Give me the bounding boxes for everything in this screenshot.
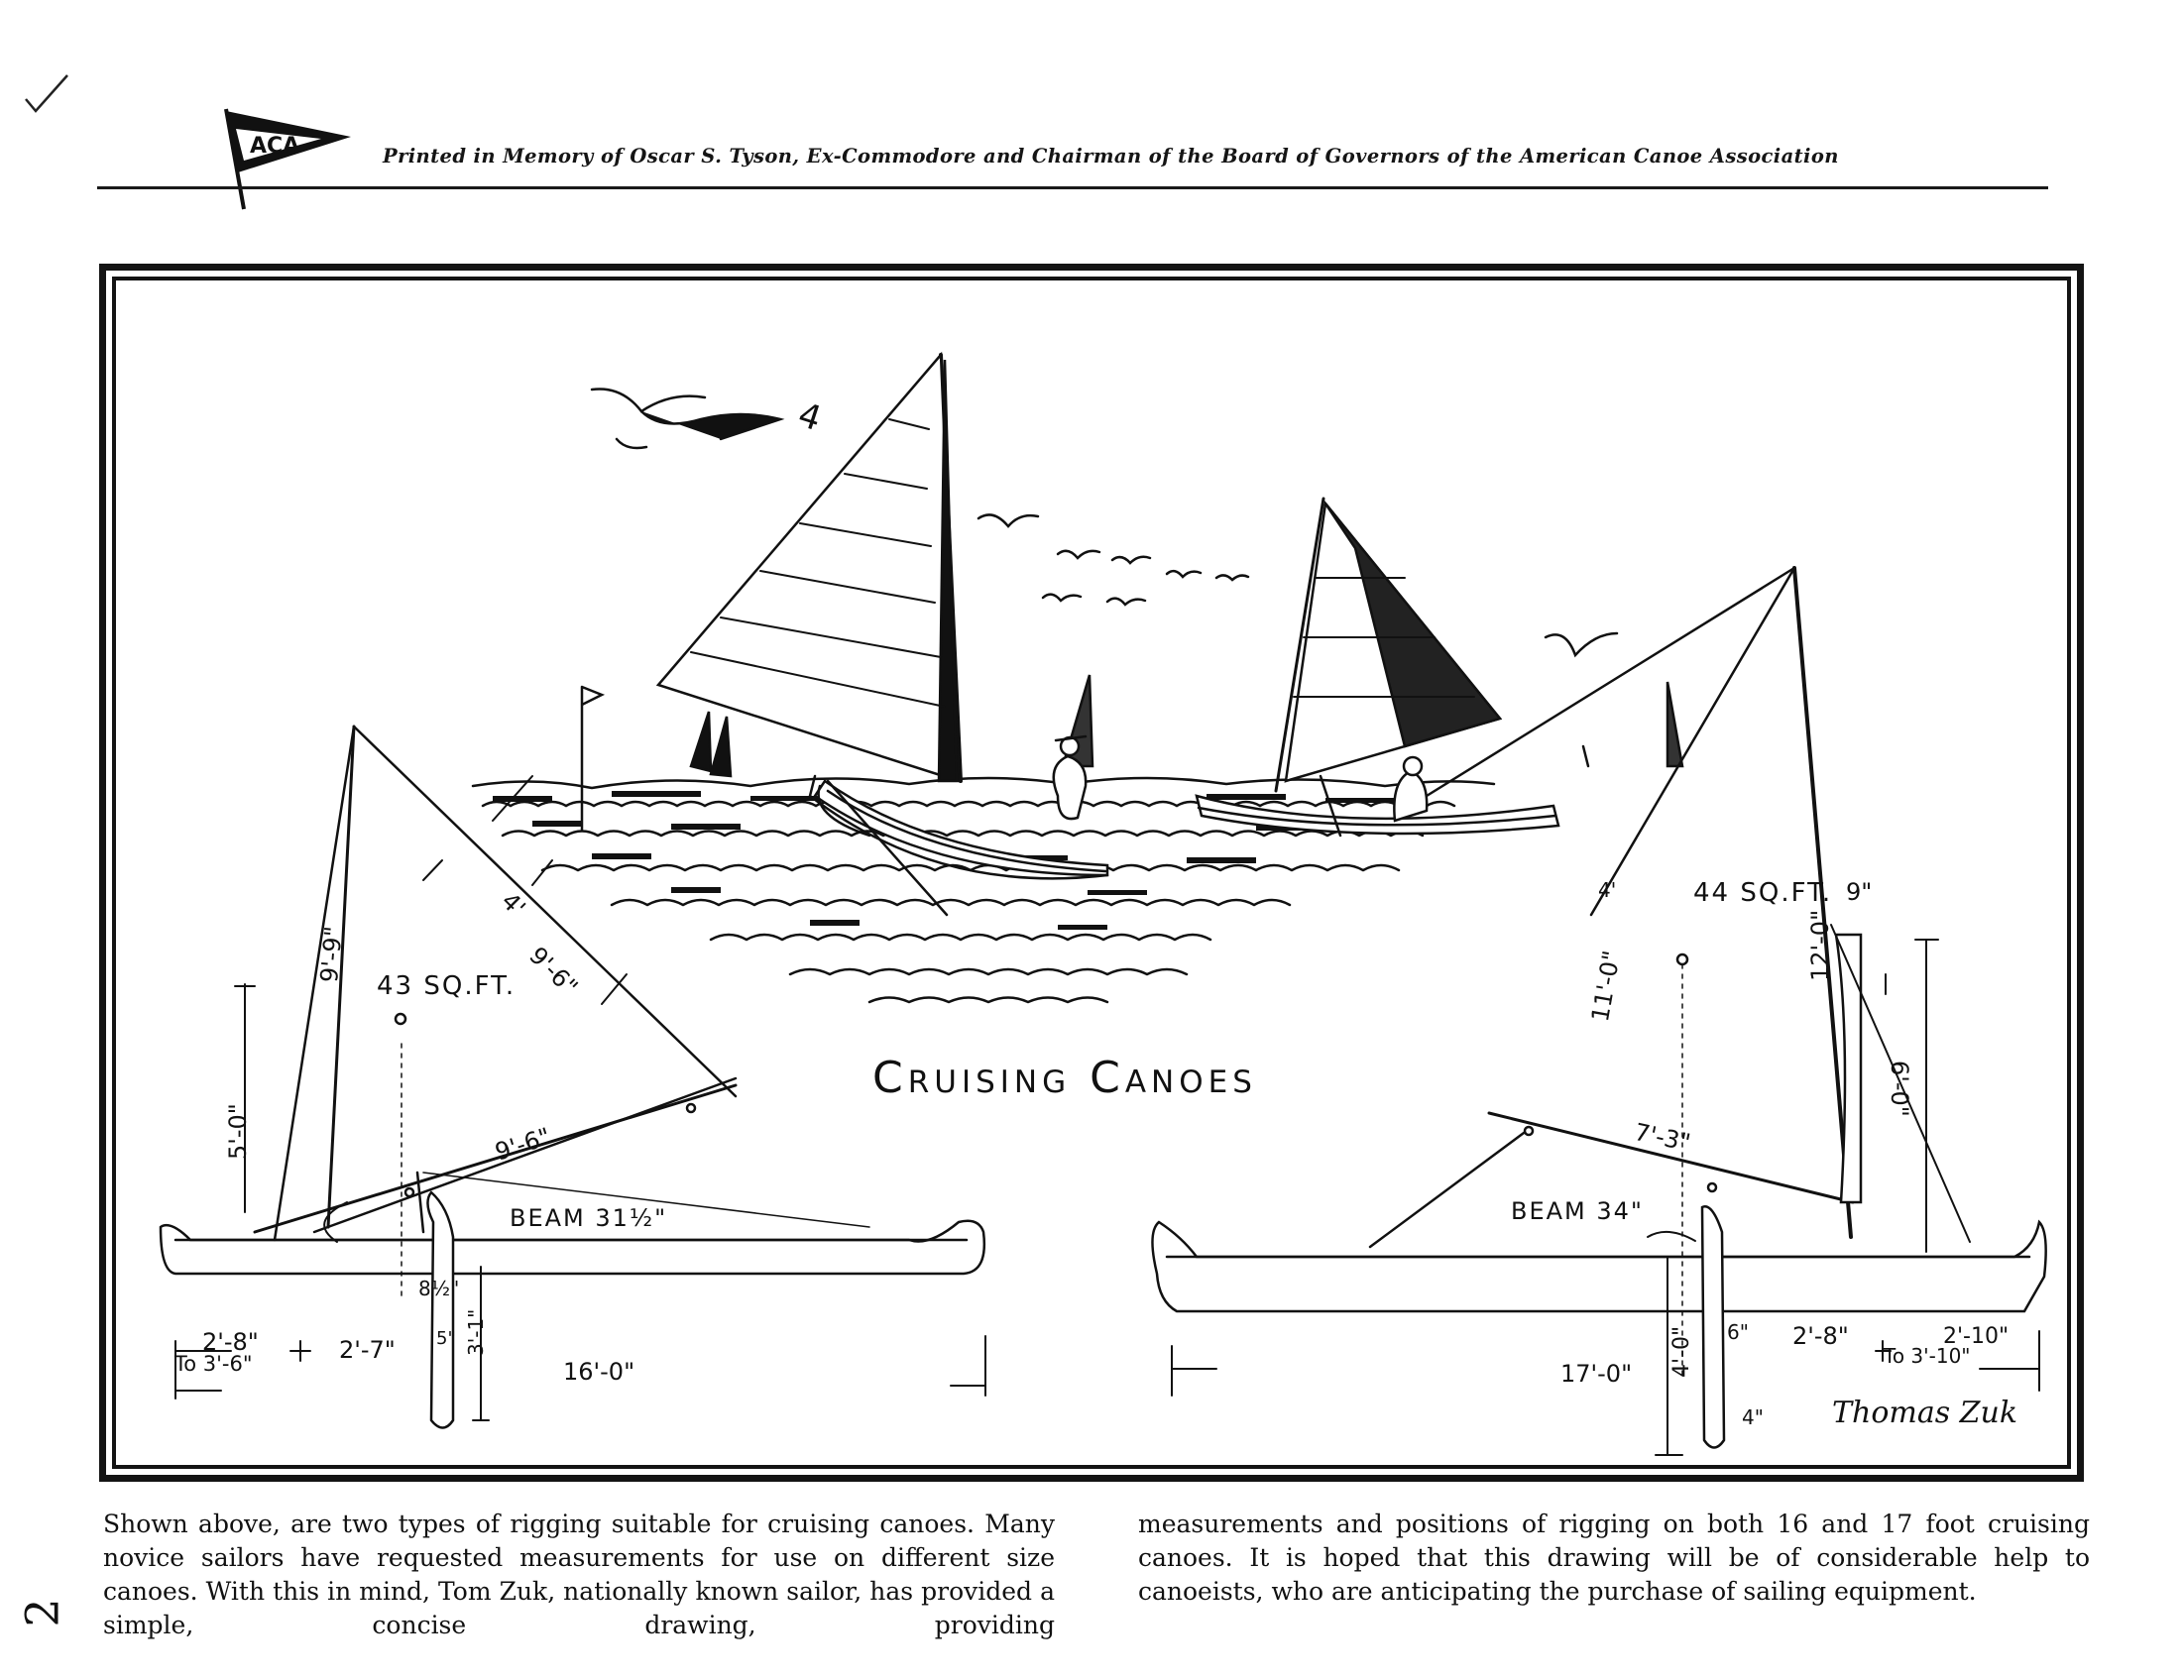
right-sail-area: 44 SQ.FT. xyxy=(1693,878,1833,908)
left-beam: BEAM 31½" xyxy=(510,1204,668,1232)
cruising-canoes-illustration: 4 xyxy=(159,351,2047,1456)
right-station-2: 2'-10" xyxy=(1943,1324,2010,1349)
left-canoe-diagram xyxy=(159,725,986,1429)
sea-waves xyxy=(471,776,1496,1004)
right-leeboard-3: 4" xyxy=(1742,1405,1764,1429)
artist-signature: Thomas Zuk xyxy=(1832,1396,2018,1430)
illustration-frame-outer xyxy=(99,264,2084,1482)
sea-shading xyxy=(493,791,1415,930)
left-leeboard-width: 8½" xyxy=(418,1277,460,1300)
page-number: 2 xyxy=(15,1598,69,1627)
sail-number: 4 xyxy=(793,395,826,440)
left-sail-area: 43 SQ.FT. xyxy=(377,971,517,1001)
sailboat-four xyxy=(655,351,1109,917)
right-station-2-range: To 3'-10" xyxy=(1884,1344,1971,1368)
right-beam: BEAM 34" xyxy=(1511,1197,1644,1225)
memorial-line: Printed in Memory of Oscar S. Tyson, Ex-… xyxy=(383,145,1839,168)
caption-left: Shown above, are two types of rigging su… xyxy=(103,1510,1055,1639)
right-station-1: 2'-8" xyxy=(1792,1322,1849,1350)
left-leeboard-2: 3'-1" xyxy=(464,1308,488,1356)
left-length: 16'-0" xyxy=(563,1358,635,1386)
left-mast-height: 9'-9" xyxy=(315,925,348,984)
right-canoe-diagram xyxy=(1151,566,2047,1456)
right-leeboard-1: 6" xyxy=(1727,1320,1749,1344)
aca-flag-logo: ACA xyxy=(224,108,351,210)
check-mark-icon xyxy=(25,74,68,113)
caption-right: measurements and positions of rigging on… xyxy=(1138,1510,2090,1606)
left-station-2: 2'-7" xyxy=(339,1336,396,1364)
right-top: 9" xyxy=(1846,878,1873,906)
left-mast-step: 5'-0" xyxy=(224,1103,252,1160)
drawing-title: Cruising Canoes xyxy=(872,1053,1257,1103)
seagulls xyxy=(590,388,1619,658)
left-leeboard-1: 5" xyxy=(436,1328,456,1349)
right-leeboard-2: 4'-0" xyxy=(1669,1325,1694,1378)
sailboat-right xyxy=(1195,497,1560,838)
left-station-1-range: To 3'-6" xyxy=(174,1352,253,1376)
right-head: 4' xyxy=(1598,878,1617,902)
right-mast-step: 6'-0" xyxy=(1886,1061,1913,1117)
right-mast-height: 12'-0" xyxy=(1806,909,1834,981)
left-station-1: 2'-8" xyxy=(202,1328,259,1356)
illustration-frame-inner xyxy=(112,277,2071,1469)
header-rule xyxy=(97,186,2048,189)
flag-text: ACA xyxy=(250,134,299,159)
right-length: 17'-0" xyxy=(1560,1360,1633,1388)
